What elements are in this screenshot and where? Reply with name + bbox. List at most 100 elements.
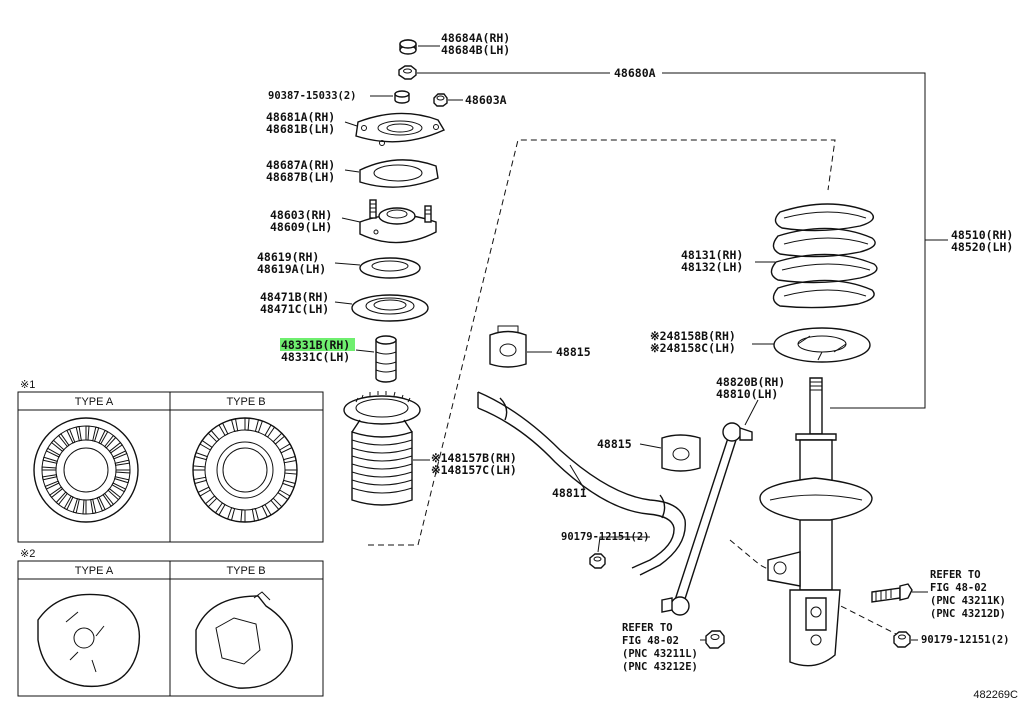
label-line: 48684B(LH) [441,43,510,57]
seat-type-b-drawing [192,417,298,523]
cap-48684-part [399,39,417,55]
seat-tooth [85,425,90,441]
seat-tooth [251,508,260,522]
seat-tooth [66,428,76,444]
label-line: 48510(RH) [951,228,1013,242]
label-90387[interactable]: 90387-15033(2) [268,90,357,102]
seat-tooth [254,419,264,433]
seat-tooth [55,491,68,506]
seat-tooth [75,425,82,442]
spring-seat-48158-part [773,327,871,363]
seat-tooth [72,498,80,514]
note1-mark: ※1 [20,379,35,391]
label-48684[interactable]: 48684A(RH)48684B(LH) [441,31,510,57]
seat-tooth [107,488,122,501]
label-line: REFER TO [622,622,673,634]
label-line: 48815 [556,345,591,359]
label-48680a[interactable]: 48680A [614,66,656,80]
seat-tooth [270,497,283,511]
seat-tooth [199,439,213,451]
boot-48157-part [343,391,421,506]
seat-tooth [114,476,130,484]
label-48157[interactable]: ※148157B(RH)※148157C(LH) [431,451,517,477]
nut-90179-right-part [893,631,911,648]
label-line: 90179-12151(2) [921,634,1010,646]
seat-tooth [282,479,296,489]
bushing-48815-lower-part [661,434,701,472]
nut-48680a-part [398,65,417,80]
seat-tooth [226,507,236,521]
label-line: 48681B(LH) [266,122,335,136]
label-line: 90387-15033(2) [268,90,357,102]
stabilizer-link-48820-part [661,422,753,616]
note-box-1 [17,391,324,543]
label-line: (PNC 43211L) [622,648,698,660]
note2-type-a: TYPE A [75,565,114,577]
seat-tooth [41,474,58,481]
label-48603[interactable]: 48603(RH)48609(LH) [270,208,332,234]
label-line: ※148157B(RH) [431,451,517,465]
seat-tooth [204,495,218,508]
gasket-48687-part [359,159,439,188]
label-48811[interactable]: 48811 [552,486,587,500]
bumper-48331-part [375,335,397,383]
bushing-90387-part [394,90,410,104]
label-line: (PNC 43212E) [622,661,698,673]
strut-48510-part [759,377,873,667]
seat-tooth [104,434,117,449]
label-48510[interactable]: 48510(RH)48520(LH) [951,228,1013,254]
bracket-48681-part [355,112,446,146]
label-line: 48681A(RH) [266,110,335,124]
nut-48603a-part [433,93,448,107]
seat-tooth [240,509,246,523]
seat-tooth [108,441,123,454]
label-line: 48619A(LH) [257,262,326,276]
seat-tooth [42,456,58,464]
highlight-48331b [280,338,355,351]
note-box-2 [17,560,324,697]
seat-tooth [272,432,286,445]
seat-tooth [197,486,212,497]
label-line: 48687A(RH) [266,158,335,172]
seat-tooth [82,499,87,515]
seat-tooth [98,429,109,445]
label-line: 48820B(RH) [716,375,785,389]
label-line: 48331B(RH) [281,338,350,352]
seat-tooth [218,422,229,437]
label-line: 48687B(LH) [266,170,335,184]
seat-tooth [264,424,276,438]
seat-tooth [283,455,297,464]
seat-tooth [57,433,70,448]
label-line: 48331C(LH) [281,350,350,364]
seat-tooth [41,466,57,471]
seat-tooth [115,469,131,474]
label-48331[interactable]: 48331B(RH)48331C(LH) [281,338,350,364]
label-48687[interactable]: 48687A(RH)48687B(LH) [266,158,335,184]
seat-tooth [284,469,298,475]
label-line: 48680A [614,66,656,80]
label-90179-left[interactable]: 90179-12151(2) [561,531,650,543]
label-line: 48471C(LH) [260,302,329,316]
label-48619[interactable]: 48619(RH)48619A(LH) [257,250,326,276]
note1-type-a: TYPE A [75,396,114,408]
label-line: FIG 48-02 [622,635,679,647]
seat-type-a-drawing [33,417,139,523]
label-line: 48811 [552,486,587,500]
label-90179-right[interactable]: 90179-12151(2) [921,634,1010,646]
seat-tooth [194,451,208,461]
label-48131[interactable]: 48131(RH)48132(LH) [681,248,743,274]
seat-48471-part [351,294,429,322]
label-48158[interactable]: ※248158B(RH)※248158C(LH) [650,329,736,355]
label-48681[interactable]: 48681A(RH)48681B(LH) [266,110,335,136]
note2-type-b: TYPE B [226,565,265,577]
seat-tooth [112,450,128,460]
label-48820[interactable]: 48820B(RH)48810(LH) [716,375,785,401]
label-48603a[interactable]: 48603A [465,93,507,107]
label-line: 48684A(RH) [441,31,510,45]
label-48471[interactable]: 48471B(RH)48471C(LH) [260,290,329,316]
label-48815-upper[interactable]: 48815 [556,345,591,359]
label-48815-lower[interactable]: 48815 [597,437,632,451]
